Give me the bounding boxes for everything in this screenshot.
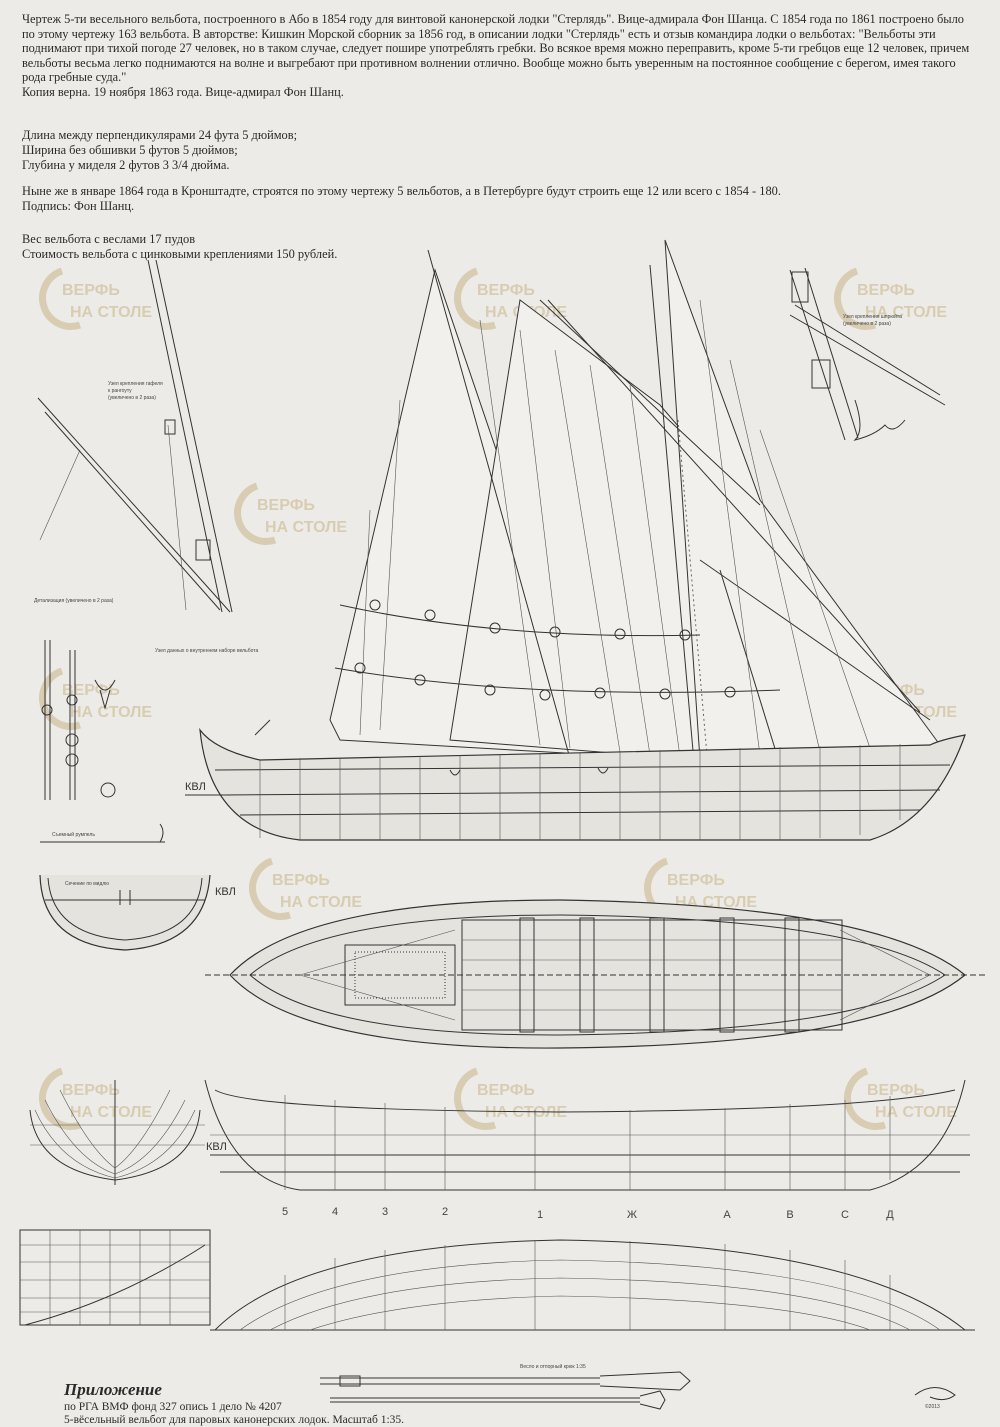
scale-grid bbox=[19, 1229, 211, 1326]
watermark-logo: ВЕРФЬ НА СТОЛЕ bbox=[454, 267, 567, 330]
intro-paragraph: Чертеж 5-ти весельного вельбота, построе… bbox=[22, 12, 970, 85]
dimensions-block: Длина между перпендикулярами 24 фута 5 д… bbox=[22, 128, 297, 173]
fitting-detail-note: Детализация (увеличено в 2 раза) bbox=[34, 598, 114, 604]
signature: ©2013 bbox=[925, 1403, 940, 1410]
waterline-label: КВЛ bbox=[185, 781, 206, 793]
watermark-line-2: НА СТОЛЕ bbox=[485, 1104, 567, 1121]
inner-fittings-note: Узел данных о внутреннем наборе вельбота bbox=[155, 648, 258, 654]
lines-plan-profile: КВЛ 5 4 3 2 1 Ж А В С Д bbox=[204, 1079, 970, 1221]
watermark-logo: ВЕРФЬ НА СТОЛЕ bbox=[39, 667, 152, 730]
station-label: В bbox=[786, 1209, 793, 1221]
waterline-label: КВЛ bbox=[215, 886, 236, 898]
watermark-logo: ВЕРФЬ НА СТОЛЕ bbox=[234, 482, 347, 545]
section-label: Сечение по мидлю bbox=[65, 881, 109, 887]
watermark-line-1: ВЕРФЬ bbox=[857, 282, 915, 299]
note-line-2: Подпись: Фон Шанц. bbox=[22, 199, 135, 213]
spec-width: Ширина без обшивки 5 футов 5 дюймов; bbox=[22, 143, 238, 157]
watermark-line-1: ВЕРФЬ bbox=[62, 282, 120, 299]
appendix-title: Приложение bbox=[64, 1380, 162, 1399]
deck-plan bbox=[205, 899, 985, 1049]
watermark-logo: ВЕРФЬ НА СТОЛЕ bbox=[39, 267, 152, 330]
hull-profile: КВЛ bbox=[185, 719, 966, 841]
watermark-logo: ВЕРФЬ НА СТОЛЕ bbox=[39, 1067, 152, 1130]
watermark-line-2: НА СТОЛЕ bbox=[265, 519, 347, 536]
rigging-fittings-detail: Съемный румпель bbox=[40, 640, 165, 843]
watermark-line-1: ВЕРФЬ bbox=[477, 1082, 535, 1099]
station-label: С bbox=[841, 1209, 849, 1221]
oar-drawing: Весло и отпорный крюк 1:35 ©2013 bbox=[320, 1363, 956, 1410]
watermark-line-2: НА СТОЛЕ bbox=[875, 1104, 957, 1121]
station-label: 5 bbox=[282, 1206, 288, 1218]
spec-length: Длина между перпендикулярами 24 фута 5 д… bbox=[22, 128, 298, 142]
midship-section: Сечение по мидлю КВЛ bbox=[39, 874, 236, 951]
lines-plan-half-breadth bbox=[210, 1239, 975, 1331]
station-label: 1 bbox=[537, 1209, 543, 1221]
sprit-attachment-detail: Узел крепления шпрюйта (увеличено в 2 ра… bbox=[789, 267, 946, 441]
construction-note: Ныне же в январе 1864 года в Кронштадте,… bbox=[22, 184, 781, 214]
intro-text: Чертеж 5-ти весельного вельбота, построе… bbox=[22, 12, 972, 100]
watermark-line-2: НА СТОЛЕ bbox=[70, 1104, 152, 1121]
watermark-line-1: ВЕРФЬ bbox=[62, 682, 120, 699]
intro-certification: Копия верна. 19 ноября 1863 года. Вице-а… bbox=[22, 84, 344, 99]
yard-attachment-detail: Узел крепления гафеля к рангоуту (увелич… bbox=[34, 259, 233, 613]
watermark-line-2: НА СТОЛЕ bbox=[280, 894, 362, 911]
sprit-detail-note: Узел крепления шпрюйта bbox=[843, 313, 902, 320]
watermark-logo: ВЕРФЬ НА СТОЛЕ bbox=[834, 267, 947, 330]
watermark-logo: ВЕРФЬ НА СТОЛЕ bbox=[249, 857, 362, 920]
station-label: А bbox=[723, 1209, 731, 1221]
watermark-logo: ВЕРФЬ НА СТОЛЕ bbox=[844, 1067, 957, 1130]
watermark-line-1: ВЕРФЬ bbox=[62, 1082, 120, 1099]
station-label: 2 bbox=[442, 1206, 448, 1218]
boat-cost: Стоимость вельбота с цинковыми крепления… bbox=[22, 247, 338, 261]
waterline-label: КВЛ bbox=[206, 1141, 227, 1153]
station-label: 4 bbox=[332, 1206, 338, 1218]
body-plan bbox=[29, 1080, 205, 1185]
watermark-line-1: ВЕРФЬ bbox=[477, 282, 535, 299]
svg-text:(увеличено в 2 раза): (увеличено в 2 раза) bbox=[843, 321, 891, 327]
watermark-line-1: ВЕРФЬ bbox=[257, 497, 315, 514]
boat-weight: Вес вельбота с веслами 17 пудов bbox=[22, 232, 196, 246]
note-line-1: Ныне же в январе 1864 года в Кронштадте,… bbox=[22, 184, 781, 198]
yard-detail-note: Узел крепления гафеля bbox=[108, 381, 163, 387]
sail-plan: Узел данных о внутреннем наборе вельбота bbox=[155, 239, 941, 831]
weight-cost-block: Вес вельбота с веслами 17 пудов Стоимост… bbox=[22, 232, 337, 262]
oar-note: Весло и отпорный крюк 1:35 bbox=[520, 1363, 586, 1370]
svg-text:(увеличено в 2 раза): (увеличено в 2 раза) bbox=[108, 395, 156, 401]
watermark-line-2: НА СТОЛЕ bbox=[70, 704, 152, 721]
watermark-line-1: ВЕРФЬ bbox=[272, 872, 330, 889]
station-label: 3 bbox=[382, 1206, 388, 1218]
svg-text:к рангоуту: к рангоуту bbox=[108, 388, 132, 394]
watermark-line-1: ВЕРФЬ bbox=[867, 1082, 925, 1099]
watermark-line-1: ВЕРФЬ bbox=[667, 872, 725, 889]
station-label: Ж bbox=[627, 1209, 637, 1221]
spec-depth: Глубина у миделя 2 футов 3 3/4 дюйма. bbox=[22, 158, 230, 172]
archive-reference: по РГА ВМФ фонд 327 опись 1 дело № 4207 … bbox=[64, 1401, 404, 1427]
watermark-line-2: НА СТОЛЕ bbox=[70, 304, 152, 321]
tiller-label: Съемный румпель bbox=[52, 831, 95, 838]
watermark-line-2: НА СТОЛЕ bbox=[865, 304, 947, 321]
archive-source: по РГА ВМФ фонд 327 опись 1 дело № 4207 bbox=[64, 1401, 282, 1413]
watermark-logo: ВЕРФЬ НА СТОЛЕ bbox=[454, 1067, 567, 1130]
station-label: Д bbox=[886, 1209, 894, 1221]
